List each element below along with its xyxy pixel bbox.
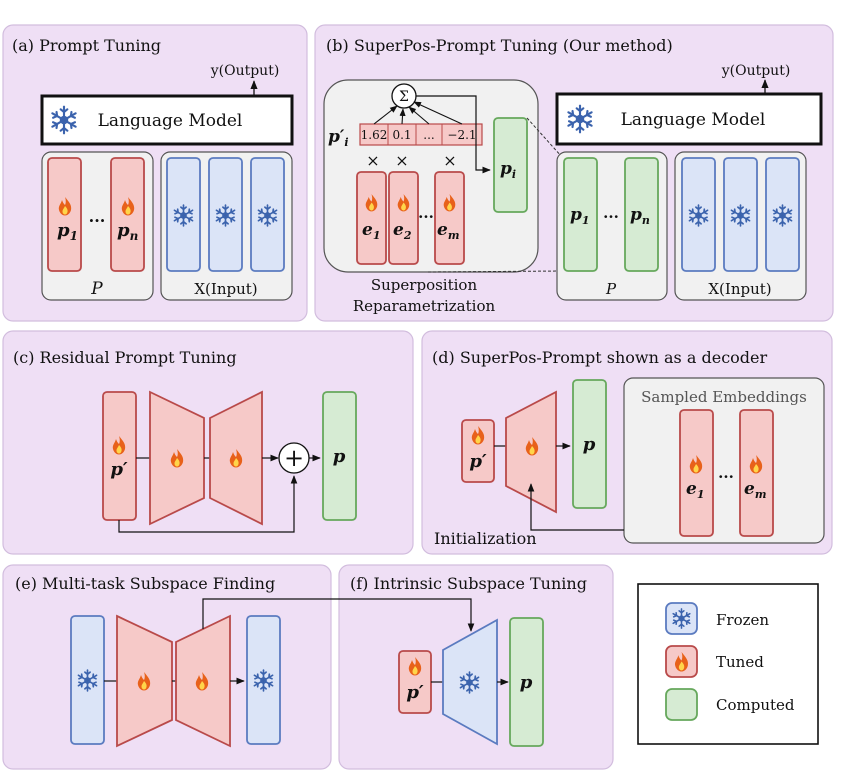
panel-a-language-model-box [40,94,294,146]
panel-b-language-model-label: Language Model [621,110,766,130]
sampled-e1-label: e1 [686,479,704,501]
panel-b-ellipsis: ... [603,204,619,222]
panel-a-ellipsis: ... [89,207,106,226]
zoom-line-bottom [427,270,563,273]
legend: Frozen Tuned Computed [637,583,819,745]
sum-to-pi-arrow [416,95,491,174]
weights-row: 1.62 0.1 ... −2.1 [359,123,483,146]
embedding-e1-block [356,171,387,265]
times-symbol: × [395,151,408,170]
panel-f-p-block [509,617,544,747]
weight-arrow [373,105,398,125]
panel-b-p1-label: p1 [570,205,590,227]
panel-d-p-prime-label: p′ [469,451,487,472]
initialization-arrow [527,483,624,531]
embedding-em-block [434,171,465,265]
sampled-ellipsis: ... [718,464,734,482]
embedding-e2-label: e2 [393,220,412,242]
panel-a: (a) Prompt Tuning y(Output) Language Mod… [2,24,308,322]
panel-b-language-model-box [555,92,823,146]
reparametrization-caption: Reparametrization [353,297,496,315]
transfer-arrow [202,598,475,632]
embedding-e2-block [388,171,419,265]
panel-d-title: (d) SuperPos-Prompt shown as a decoder [432,348,767,367]
zoom-line-top [526,117,563,158]
times-symbol: × [366,151,379,170]
weight-arrow [399,108,406,125]
pi-label: pi [500,159,516,181]
embedding-e1-label: e1 [362,220,380,242]
weight-arrow [408,106,430,125]
panel-c: (c) Residual Prompt Tuning p′ + p [2,330,414,555]
sampled-embeddings-label: Sampled Embeddings [641,388,807,406]
panel-d-p-label: p [583,434,596,455]
panel-d: (d) SuperPos-Prompt shown as a decoder p… [421,330,833,555]
panel-d-p-prime-block [461,419,495,483]
panel-a-pn-label: pn [117,220,138,243]
sum-symbol: Σ [399,89,409,105]
weights-label: p′i [328,127,349,149]
sampled-em-label: em [744,479,766,501]
weight-value: ... [423,128,434,142]
panel-a-language-model-label: Language Model [98,111,243,131]
legend-computed-swatch [665,688,698,721]
legend-computed-label: Computed [716,696,795,714]
panel-c-p-block [322,391,357,521]
panel-d-p-block [572,379,607,509]
panel-e-title: (e) Multi-task Subspace Finding [15,574,275,593]
panel-a-output-label: y(Output) [210,63,280,79]
embedding-em-label: em [437,220,459,242]
panel-f: (f) Intrinsic Subspace Tuning p′ p [338,564,614,770]
panel-a-p-group-label: P [90,279,103,299]
residual-arrow [118,475,298,533]
panel-b-title: (b) SuperPos-Prompt Tuning (Our method) [326,36,673,55]
panel-c-p-prime-label: p′ [110,459,128,480]
panel-c-p-label: p [333,446,346,467]
panel-f-p-prime-label: p′ [406,682,424,703]
panel-a-title: (a) Prompt Tuning [12,36,161,55]
weight-arrow [413,101,463,125]
panel-c-p-prime-block [102,391,137,521]
panel-a-p1-label: p1 [57,220,78,243]
weight-value: 0.1 [392,128,411,142]
sampled-embeddings-box [623,377,825,544]
pi-block [493,117,528,213]
legend-frozen-label: Frozen [716,611,769,629]
panel-a-input-label: X(Input) [194,280,257,298]
embedding-ellipsis: ... [418,204,434,222]
times-symbol: × [443,151,456,170]
panel-c-title: (c) Residual Prompt Tuning [13,348,237,367]
weight-value: −2.1 [447,128,476,142]
initialization-label: Initialization [434,529,537,548]
weight-value: 1.62 [361,128,388,142]
panel-e: (e) Multi-task Subspace Finding [2,564,332,770]
panel-f-p-label: p [520,672,533,693]
plus-symbol: + [284,444,304,472]
panel-b-input-label: X(Input) [708,280,771,298]
panel-b: (b) SuperPos-Prompt Tuning (Our method) … [314,24,834,322]
panel-b-output-label: y(Output) [721,63,791,79]
superposition-caption: Superposition [371,276,478,294]
weights-strip [359,123,483,146]
panel-b-pn-label: pn [630,205,650,227]
panel-b-pn-block [624,157,659,272]
panel-b-p-group-label: P [605,280,617,298]
legend-tuned-label: Tuned [716,653,764,671]
panel-f-title: (f) Intrinsic Subspace Tuning [350,574,587,593]
panel-b-p1-block [563,157,598,272]
